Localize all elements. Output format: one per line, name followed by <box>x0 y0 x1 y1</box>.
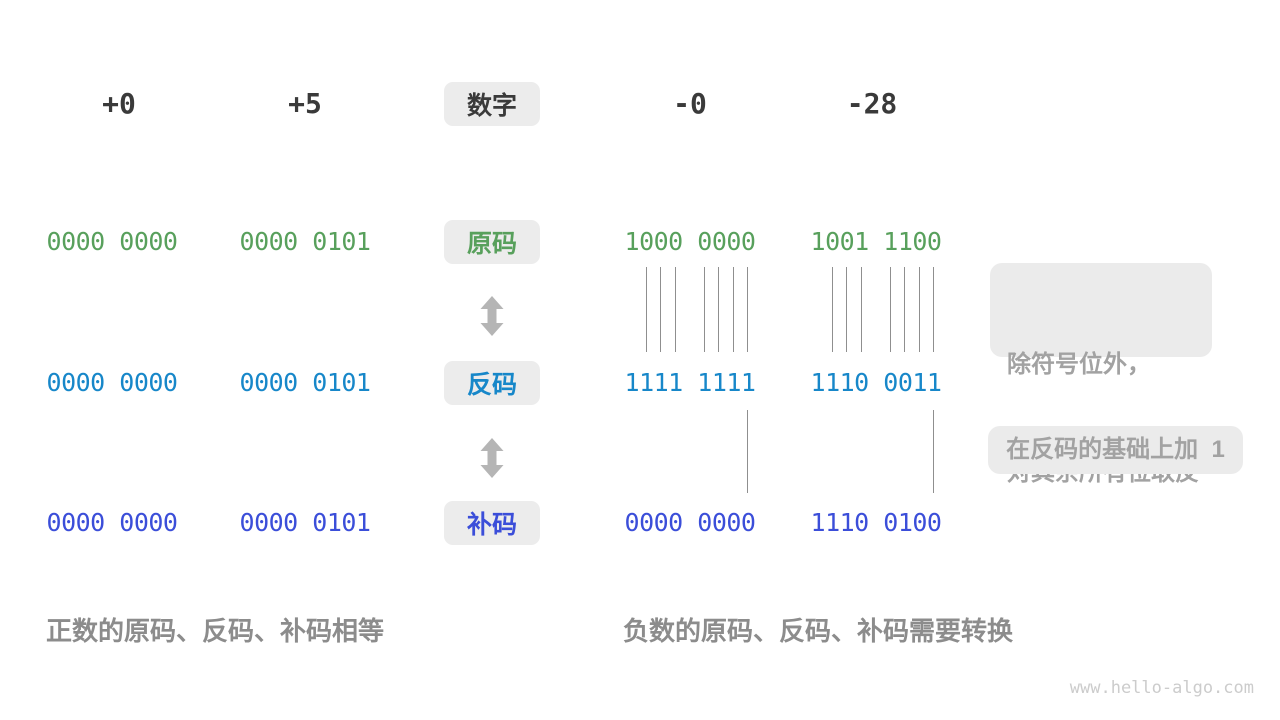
negative-numbers-caption: 负数的原码、反码、补码需要转换 <box>622 616 1014 646</box>
flip-bits-note: 除符号位外， 对其余所有位取反 <box>990 263 1212 486</box>
ones-complement-label: 反码 <box>466 371 517 399</box>
flip-bits-note-line1: 除符号位外， <box>1007 351 1151 378</box>
ones-complement-box: 反码 <box>444 361 540 405</box>
tick-line <box>718 267 719 352</box>
ones-complement-plus-5: 0000 0101 <box>239 368 371 397</box>
sign-magnitude-box: 原码 <box>444 220 540 264</box>
twos-complement-plus-0: 0000 0000 <box>46 508 178 537</box>
tick-line <box>733 267 734 352</box>
sign-magnitude-plus-5: 0000 0101 <box>239 227 371 256</box>
bit-flip-lines-minus-28 <box>810 267 942 352</box>
up-down-arrow-icon <box>480 438 504 478</box>
decimal-label-minus-28: -28 <box>846 87 898 120</box>
twos-complement-minus-0: 0000 0000 <box>624 508 756 537</box>
tick-line <box>861 267 862 352</box>
decimal-label-plus-0: +0 <box>102 87 136 120</box>
tick-line <box>890 267 891 352</box>
tick-line <box>660 267 661 352</box>
sign-magnitude-minus-28: 1001 1100 <box>810 227 942 256</box>
tick-line <box>646 267 647 352</box>
watermark: www.hello-algo.com <box>1069 678 1254 698</box>
ones-complement-minus-28: 1110 0011 <box>810 368 942 397</box>
ones-complement-minus-0: 1111 1111 <box>624 368 756 397</box>
twos-complement-minus-28: 1110 0100 <box>810 508 942 537</box>
tick-line <box>846 267 847 352</box>
tick-line <box>904 267 905 352</box>
add-one-note: 在反码的基础上加 1 <box>988 426 1243 474</box>
ones-complement-plus-0: 0000 0000 <box>46 368 178 397</box>
sign-magnitude-minus-0: 1000 0000 <box>624 227 756 256</box>
decimal-label-minus-0: -0 <box>673 87 707 120</box>
tick-line <box>747 267 748 352</box>
tick-line <box>832 267 833 352</box>
twos-complement-label: 补码 <box>466 511 517 539</box>
sign-magnitude-label: 原码 <box>466 230 517 258</box>
add-one-line-minus-0 <box>747 410 748 493</box>
bit-flip-lines-minus-0 <box>624 267 756 352</box>
positive-numbers-caption: 正数的原码、反码、补码相等 <box>45 616 385 646</box>
number-header-label: 数字 <box>466 92 517 120</box>
add-one-line-minus-28 <box>933 410 934 493</box>
tick-line <box>933 267 934 352</box>
sign-magnitude-plus-0: 0000 0000 <box>46 227 178 256</box>
tick-line <box>704 267 705 352</box>
up-down-arrow-icon <box>480 296 504 336</box>
twos-complement-plus-5: 0000 0101 <box>239 508 371 537</box>
decimal-label-plus-5: +5 <box>288 87 322 120</box>
tick-line <box>919 267 920 352</box>
number-header-box: 数字 <box>444 82 540 126</box>
twos-complement-box: 补码 <box>444 501 540 545</box>
tick-line <box>675 267 676 352</box>
